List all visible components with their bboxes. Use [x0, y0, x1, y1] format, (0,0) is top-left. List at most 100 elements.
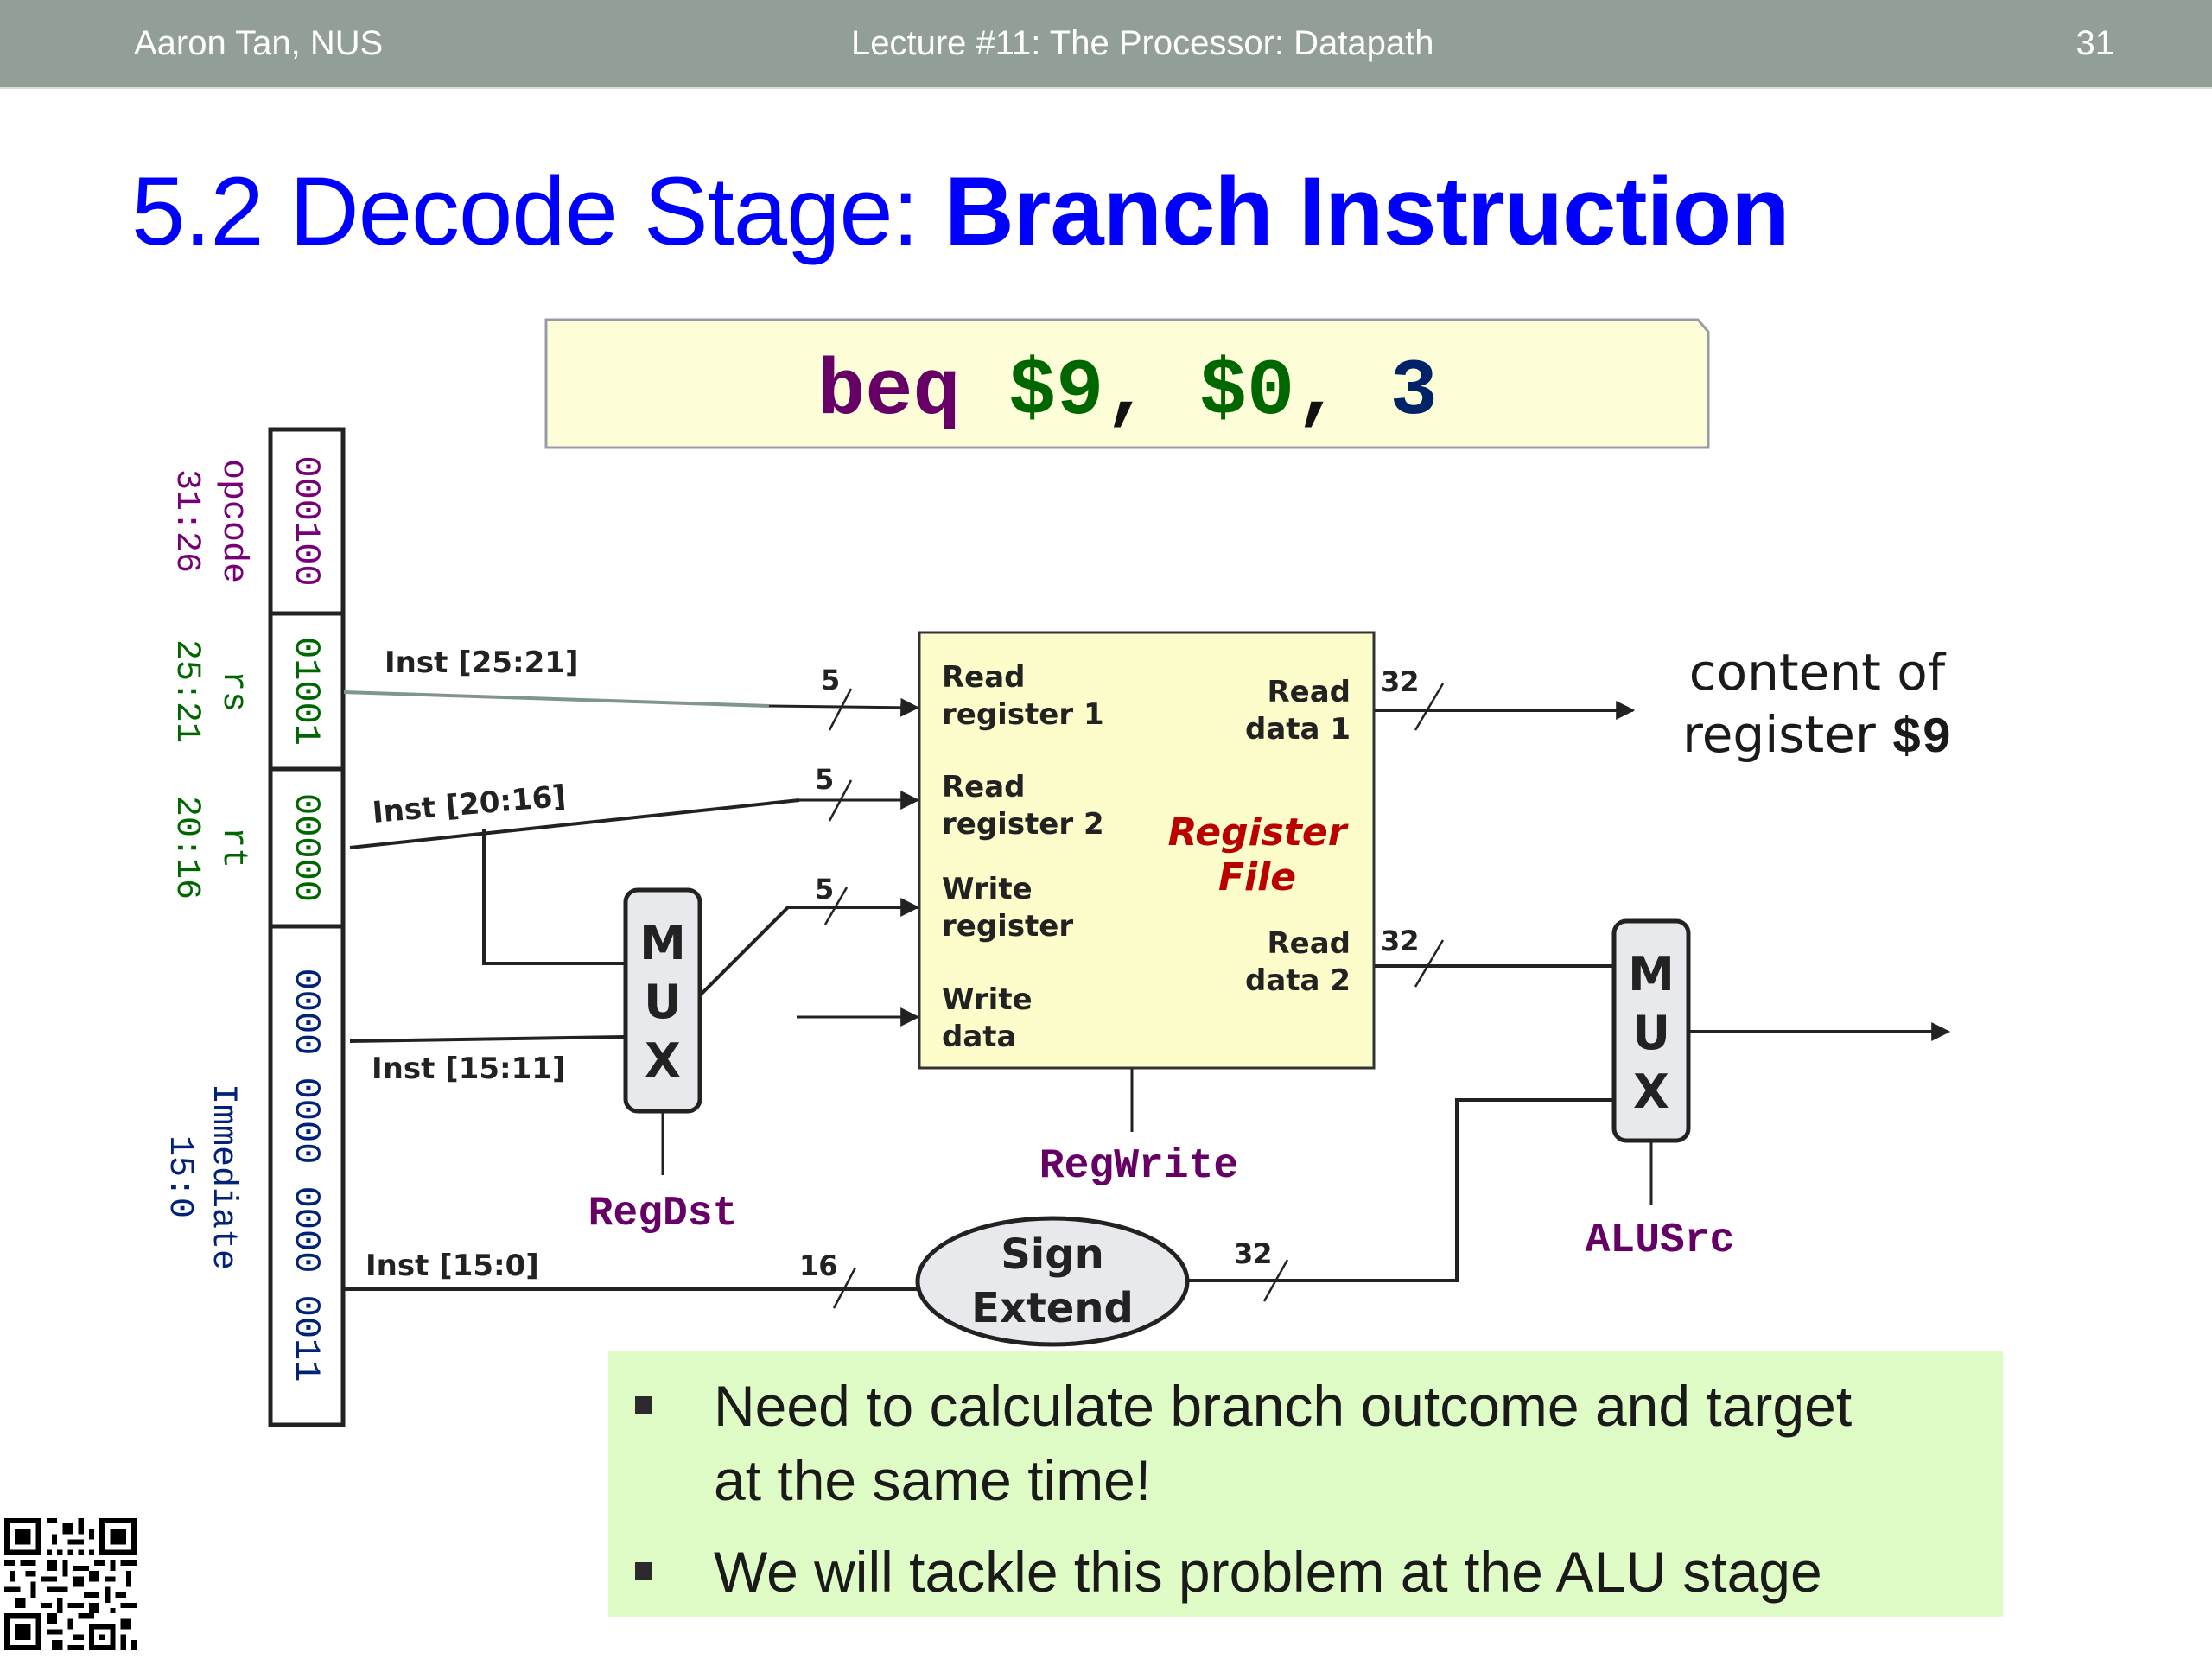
field-bits-rt: 20:16 [167, 796, 206, 899]
port-read-reg2-l2: register 2 [942, 807, 1104, 842]
instr-sep-1: , [1103, 346, 1151, 437]
callout-item: Need to calculate branch outcome and tar… [608, 1369, 2003, 1517]
width-rd2: 32 [1381, 925, 1420, 957]
bus-width-slash [1262, 1259, 1289, 1302]
field-value-rt: 00000 [285, 793, 327, 902]
sign-extend-line1: Sign [1001, 1230, 1104, 1279]
mux-letter: M [1628, 947, 1675, 1001]
width-imm-out: 32 [1234, 1237, 1273, 1270]
regdst-mux: M U X [623, 887, 702, 1114]
callout-item-line1: Need to calculate branch outcome and tar… [714, 1374, 1853, 1438]
bus-width-slash [832, 1267, 857, 1309]
control-alusrc: ALUSrc [1586, 1217, 1735, 1264]
instr-sep-2: , [1294, 346, 1342, 437]
wire-sign-extended [1189, 1098, 1614, 1302]
callout-item-line1: We will tackle this problem at the ALU s… [714, 1540, 1822, 1604]
slide-header: Aaron Tan, NUS Lecture #11: The Processo… [0, 0, 2212, 89]
bus-width-slash [828, 779, 853, 822]
field-box-opcode [268, 427, 346, 616]
callout-box: Need to calculate branch outcome and tar… [608, 1351, 2003, 1617]
callout-item: We will tackle this problem at the ALU s… [608, 1535, 2003, 1609]
alusrc-mux: M U X [1611, 918, 1691, 1143]
field-box-immediate [268, 924, 346, 1427]
register-file: Read register 1 Read register 2 Write re… [918, 631, 1376, 1070]
register-file-title-1: Register [1168, 810, 1349, 855]
field-value-rs: 01001 [285, 637, 327, 746]
instruction-box: beq $9, $0, 3 [544, 318, 1710, 449]
sign-extend: Sign Extend [915, 1216, 1190, 1347]
field-name-rt: rt [213, 827, 252, 868]
field-bits-rs: 25:21 [167, 639, 206, 743]
width-wr: 5 [815, 873, 834, 906]
port-read-data1-l2: data 1 [1245, 712, 1351, 747]
field-name-opcode: opcode [213, 459, 252, 583]
title-prefix: 5.2 Decode Stage: [131, 157, 944, 265]
lecture-title: Lecture #11: The Processor: Datapath [851, 24, 1434, 62]
wire-rs [343, 688, 920, 731]
instr-rt: $0 [1199, 346, 1294, 437]
field-name-immediate: Immediate [203, 1084, 242, 1270]
bus-width-slash [1414, 683, 1445, 731]
wire-rt [349, 779, 920, 965]
field-box-rs [268, 611, 346, 772]
instr-imm: 3 [1390, 346, 1438, 437]
port-write-data-l1: Write [942, 982, 1033, 1017]
annotation-register: $9 [1891, 711, 1952, 767]
mux-letter: M [639, 916, 686, 970]
port-read-data2-l1: Read [1267, 926, 1351, 961]
port-read-reg1-l1: Read [942, 660, 1026, 695]
annotation-line1: content of [1689, 643, 1947, 702]
wire-immediate [344, 1267, 918, 1309]
width-imm-in: 16 [799, 1249, 838, 1282]
sign-extend-line2: Extend [971, 1284, 1134, 1332]
wire-label-imm: Inst [15:0] [365, 1249, 539, 1283]
wire-label-rs: Inst [25:21] [385, 645, 579, 680]
instr-mnemonic: beq [817, 346, 961, 437]
port-read-data2-l2: data 2 [1245, 963, 1351, 998]
width-rr1: 5 [821, 664, 840, 696]
mux-letter: U [644, 975, 682, 1029]
field-box-rt [268, 766, 346, 929]
bullet-icon [635, 1562, 652, 1580]
author-label: Aaron Tan, NUS [134, 24, 384, 62]
bus-width-slash [1414, 939, 1445, 988]
wire-label-rd: Inst [15:11] [372, 1052, 566, 1086]
instruction-fields: 000100 01001 00000 0000 0000 0000 0011 o… [160, 427, 346, 1427]
page-number: 31 [2075, 24, 2115, 62]
port-read-data1-l1: Read [1267, 675, 1351, 709]
callout-item-line2: at the same time! [714, 1448, 1152, 1512]
wire-write-register [700, 887, 920, 995]
mux-letter: X [645, 1033, 681, 1088]
port-read-reg1-l2: register 1 [942, 697, 1104, 732]
title-emphasis: Branch Instruction [944, 157, 1790, 265]
wire-read-data2 [1375, 939, 1614, 988]
wire-rd [349, 1035, 625, 1043]
instruction-box-frame [544, 318, 1710, 449]
width-rr2: 5 [815, 763, 834, 796]
register-file-title-2: File [1218, 855, 1296, 899]
wire-read-data1 [1375, 683, 1636, 731]
field-bits-immediate: 15:0 [160, 1135, 199, 1218]
mux-letter: U [1632, 1006, 1670, 1060]
port-read-reg2-l1: Read [942, 770, 1026, 804]
mux-letter: X [1633, 1065, 1669, 1119]
control-regwrite: RegWrite [1039, 1143, 1238, 1190]
control-regdst: RegDst [588, 1191, 738, 1237]
annotation-text: register [1682, 705, 1891, 764]
port-write-reg-l2: register [942, 909, 1073, 944]
field-bits-opcode: 31:26 [167, 469, 206, 573]
instruction-text: beq $9, $0, 3 [817, 346, 1438, 437]
field-value-immediate: 0000 0000 0000 0011 [285, 969, 327, 1382]
bus-width-slash [828, 688, 853, 731]
bullet-icon [635, 1396, 652, 1414]
field-value-opcode: 000100 [285, 455, 327, 586]
field-name-rs: rs [213, 671, 252, 712]
bus-width-slash [823, 887, 849, 925]
qr-code-icon[interactable] [4, 1518, 137, 1650]
instr-rs: $9 [1008, 346, 1103, 437]
port-write-data-l2: data [942, 1020, 1016, 1054]
annotation-line2: register $9 [1682, 705, 1952, 767]
wire-label-rt: Inst [20:16] [371, 779, 567, 830]
slide-title: 5.2 Decode Stage: Branch Instruction [131, 156, 1790, 267]
